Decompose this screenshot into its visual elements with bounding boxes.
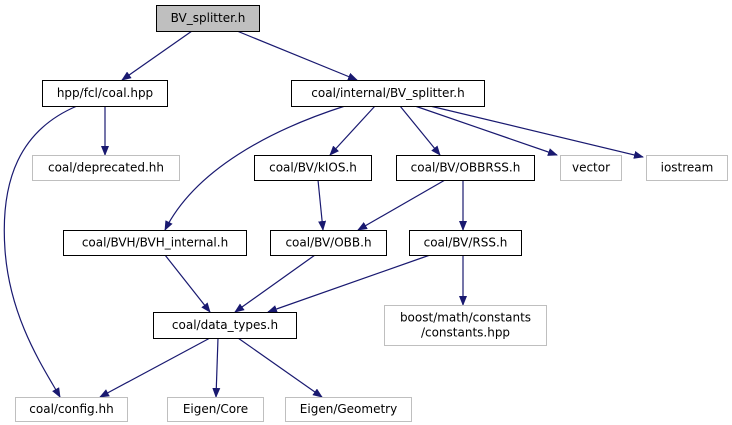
node-label: coal/internal/BV_splitter.h xyxy=(311,86,464,100)
node-box xyxy=(156,5,260,32)
node-box xyxy=(153,312,297,339)
node-box xyxy=(42,80,168,107)
edge-rss-to-data_types xyxy=(267,254,431,313)
node-box xyxy=(32,155,180,181)
node-deprecated: coal/deprecated.hh xyxy=(32,155,180,181)
node-box xyxy=(254,155,372,181)
node-rss[interactable]: coal/BV/RSS.h xyxy=(409,230,522,256)
node-label: coal/BV/kIOS.h xyxy=(269,161,357,175)
edge-coal_hpp-to-config xyxy=(3,105,78,398)
node-boost-constants: boost/math/constants/constants.hpp xyxy=(384,305,547,346)
node-box xyxy=(560,155,622,181)
node-eigen-geometry: Eigen/Geometry xyxy=(285,397,412,422)
node-label: hpp/fcl/coal.hpp xyxy=(57,86,153,100)
node-box xyxy=(291,80,485,107)
node-label: coal/BVH/BVH_internal.h xyxy=(82,236,228,250)
edge-root-to-internal_bv_splitter xyxy=(236,30,358,81)
node-box xyxy=(63,230,247,256)
node-data-types[interactable]: coal/data_types.h xyxy=(153,312,297,339)
node-root: BV_splitter.h xyxy=(156,5,260,32)
node-kios[interactable]: coal/BV/kIOS.h xyxy=(254,155,372,181)
edge-internal_bv_splitter-to-bvh_internal xyxy=(164,105,346,231)
edge-root-to-coal_hpp xyxy=(121,30,193,81)
node-internal-bv-splitter[interactable]: coal/internal/BV_splitter.h xyxy=(291,80,485,107)
edge-internal_bv_splitter-to-obbrss xyxy=(399,105,441,156)
node-label: iostream xyxy=(661,161,714,175)
node-label: coal/config.hh xyxy=(29,402,113,416)
node-eigen-core: Eigen/Core xyxy=(167,397,264,422)
node-label: coal/deprecated.hh xyxy=(48,161,164,175)
node-iostream: iostream xyxy=(646,155,728,181)
node-box xyxy=(384,305,547,346)
node-box xyxy=(285,397,412,422)
node-label: coal/BV/OBB.h xyxy=(285,236,371,250)
node-label: coal/BV/OBBRSS.h xyxy=(411,161,521,175)
node-box xyxy=(646,155,728,181)
node-label: vector xyxy=(572,161,610,175)
node-box xyxy=(409,230,522,256)
edge-kios-to-obb xyxy=(317,179,327,231)
node-config: coal/config.hh xyxy=(15,397,128,422)
node-obb[interactable]: coal/BV/OBB.h xyxy=(270,230,387,256)
node-label: Eigen/Core xyxy=(183,402,248,416)
node-box xyxy=(15,397,128,422)
node-label: Eigen/Geometry xyxy=(300,402,397,416)
node-label: /constants.hpp xyxy=(421,326,510,340)
edge-obb-to-data_types xyxy=(234,254,316,313)
edge-internal_bv_splitter-to-kios xyxy=(329,105,376,156)
node-label: boost/math/constants xyxy=(400,311,531,325)
node-label: coal/data_types.h xyxy=(172,318,278,332)
node-box xyxy=(270,230,387,256)
node-obbrss[interactable]: coal/BV/OBBRSS.h xyxy=(396,155,535,181)
node-bvh-internal[interactable]: coal/BVH/BVH_internal.h xyxy=(63,230,247,256)
edge-data_types-to-config xyxy=(99,337,211,398)
node-coal-hpp[interactable]: hpp/fcl/coal.hpp xyxy=(42,80,168,107)
edge-obbrss-to-obb xyxy=(357,179,446,231)
edge-data_types-to-eigen_core xyxy=(212,337,221,398)
edge-bvh_internal-to-data_types xyxy=(164,254,211,313)
edge-data_types-to-eigen_geometry xyxy=(237,337,323,398)
node-box xyxy=(396,155,535,181)
edge-internal_bv_splitter-to-vector xyxy=(414,105,558,156)
edge-internal_bv_splitter-to-iostream xyxy=(429,105,644,159)
node-box xyxy=(167,397,264,422)
node-vector: vector xyxy=(560,155,622,181)
node-label: coal/BV/RSS.h xyxy=(424,236,508,250)
node-label: BV_splitter.h xyxy=(171,11,246,25)
